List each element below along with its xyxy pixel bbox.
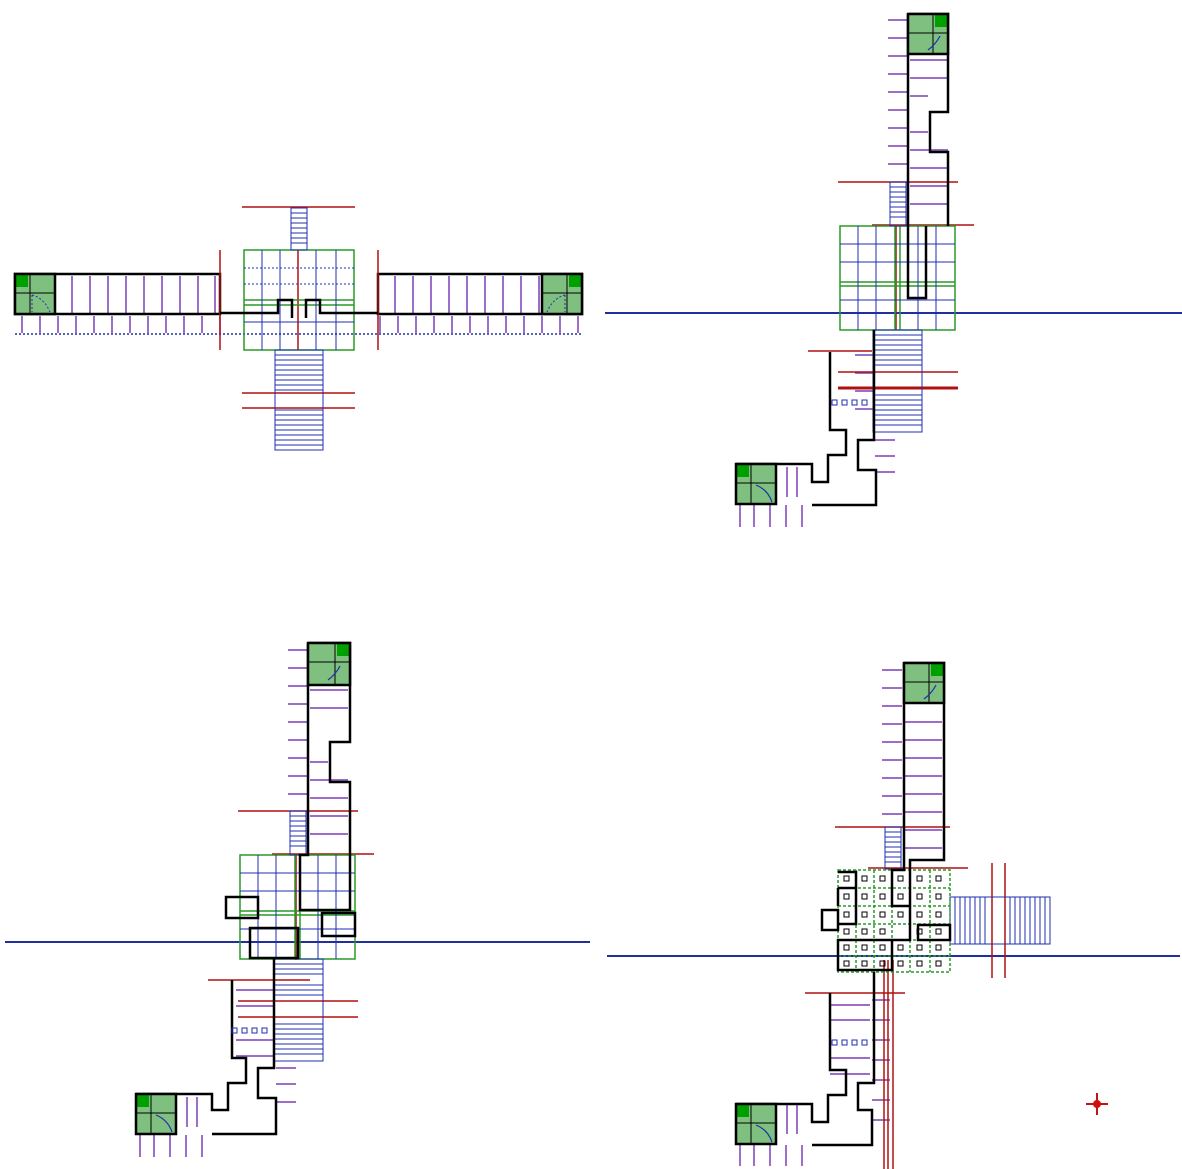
corridor-rungs-right (379, 276, 579, 333)
main-wall-outline (736, 12, 950, 507)
crosshair-marker-icon[interactable] (1086, 1093, 1108, 1115)
main-wall-outline (136, 641, 357, 1136)
central-junction-walls (220, 298, 378, 318)
blue-grid (240, 855, 355, 959)
side-rungs (139, 649, 348, 1157)
stairs-bottom (274, 349, 324, 451)
corner-room-bottom (134, 1092, 178, 1136)
blue-grid (840, 226, 955, 330)
corner-room-left (13, 272, 57, 316)
green-grid (839, 225, 956, 331)
door-markers (831, 399, 868, 406)
cell-markers (843, 875, 942, 967)
stairs-upper (889, 181, 907, 227)
stairs-horizontal (949, 896, 1051, 945)
vertical-layout-plan-b (5, 641, 590, 1157)
cell-grid (837, 869, 951, 973)
vertical-layout-plan-a (605, 12, 1182, 527)
green-grid (243, 249, 355, 351)
stairs-top (290, 207, 308, 251)
blue-grid (244, 250, 354, 350)
section-lines (208, 810, 374, 1018)
corridor-rungs-left (21, 276, 221, 333)
stairs-lower (872, 329, 923, 433)
corridor-walls (13, 272, 584, 316)
section-lines (805, 826, 1006, 1169)
door-markers (831, 1039, 868, 1046)
stairs-upper (289, 810, 307, 856)
side-rungs (739, 669, 942, 1166)
corner-room-right (540, 272, 584, 316)
stairs-lower (273, 958, 324, 1062)
green-grid (239, 854, 356, 960)
cross-layout-plan (13, 206, 584, 451)
corner-room-top (902, 661, 946, 705)
section-lines (219, 206, 379, 409)
vertical-layout-plan-c (607, 661, 1180, 1169)
corner-room-bottom (734, 462, 778, 506)
stairs-upper (884, 826, 902, 870)
side-rungs (739, 19, 948, 527)
corner-room-top (306, 641, 352, 687)
corner-room-top (906, 12, 950, 56)
section-lines (808, 181, 974, 390)
door-markers (231, 1027, 268, 1034)
corner-room-bottom (734, 1102, 778, 1146)
main-wall-outline (736, 661, 952, 1147)
